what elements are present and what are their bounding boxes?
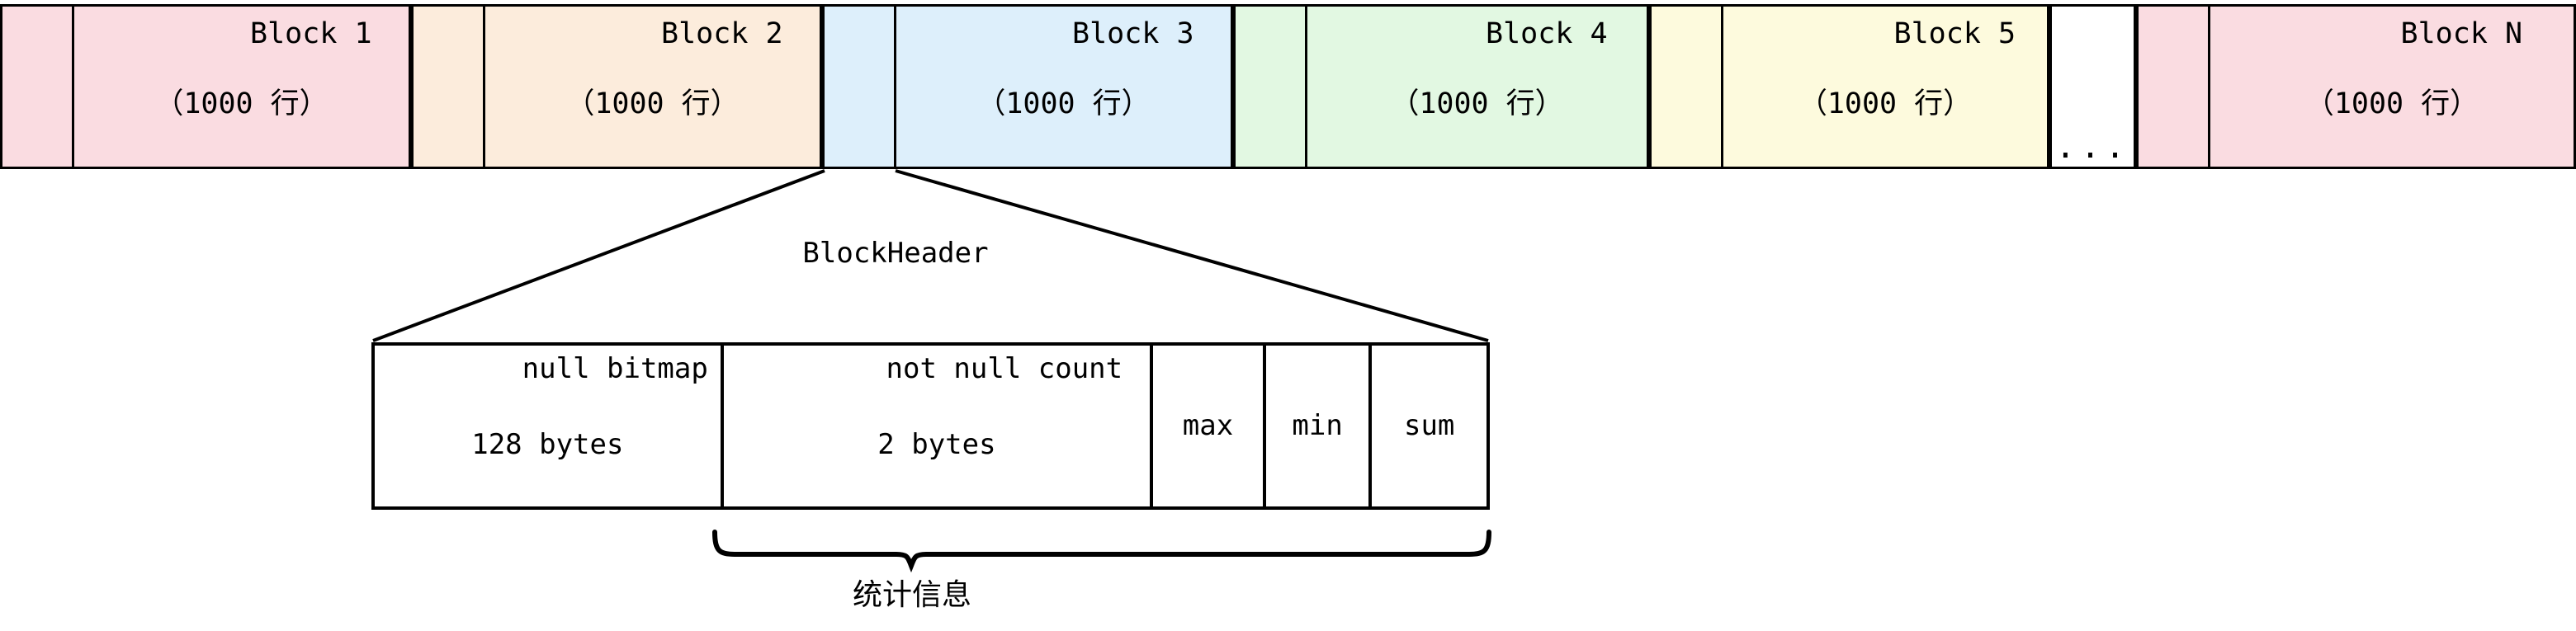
block-2-body-cell: Block 2 （1000 行）	[483, 4, 822, 169]
block-5-rows: （1000 行）	[1798, 87, 1973, 120]
block-n-label: Block N	[2400, 16, 2523, 50]
header-cell-min: min	[1266, 346, 1373, 506]
block-4-body-cell: Block 4 （1000 行）	[1305, 4, 1649, 169]
blocks-ellipsis-cell: ...	[2049, 4, 2136, 169]
block-n-label-group: Block N （1000 行）	[2262, 0, 2522, 192]
block-2-label: Block 2	[661, 16, 783, 50]
block-5-label: Block 5	[1893, 16, 2016, 50]
block-3-header-cell	[822, 4, 896, 169]
block-5-header-cell	[1649, 4, 1723, 169]
sum-label: sum	[1403, 408, 1455, 442]
block-4-label: Block 4	[1486, 16, 1608, 50]
blockheader-title: BlockHeader	[802, 237, 989, 270]
header-cell-max: max	[1153, 346, 1266, 506]
block-5-body-cell: Block 5 （1000 行）	[1721, 4, 2049, 169]
not-null-count-line2: 2 bytes	[877, 427, 996, 461]
null-bitmap-line2: 128 bytes	[471, 427, 624, 461]
max-label: max	[1182, 408, 1234, 442]
block-n-header-cell	[2136, 4, 2210, 169]
block-3-label: Block 3	[1072, 16, 1194, 50]
min-label: min	[1292, 408, 1343, 442]
ellipsis-text: ...	[2055, 128, 2130, 166]
block-4-rows: （1000 行）	[1390, 87, 1564, 120]
not-null-count-line1: not null count	[886, 351, 1123, 385]
block-1-header-cell	[0, 4, 74, 169]
block-2-rows: （1000 行）	[565, 87, 740, 120]
statistics-label: 统计信息	[852, 578, 971, 612]
block-2-label-group: Block 2 （1000 行）	[522, 0, 782, 192]
block-4-header-cell	[1233, 4, 1307, 169]
header-cell-not-null-count-text: not null count 2 bytes	[751, 313, 1123, 539]
null-bitmap-line1: null bitmap	[522, 351, 708, 385]
header-cell-null-bitmap: null bitmap 128 bytes	[375, 346, 724, 506]
block-2-header-cell	[411, 4, 485, 169]
block-1-rows: （1000 行）	[154, 87, 328, 120]
block-3-rows: （1000 行）	[976, 87, 1151, 120]
block-3-label-group: Block 3 （1000 行）	[933, 0, 1193, 192]
block-strip: Block 1 （1000 行） Block 2 （1000 行） Block …	[0, 4, 2576, 169]
header-cell-sum: sum	[1372, 346, 1487, 506]
block-1-label: Block 1	[250, 16, 372, 50]
block-n-rows: （1000 行）	[2304, 87, 2479, 120]
block-1-label-group: Block 1 （1000 行）	[111, 0, 371, 192]
block-3-body-cell: Block 3 （1000 行）	[894, 4, 1233, 169]
header-cell-not-null-count: not null count 2 bytes	[724, 346, 1154, 506]
blockheader-detail-box: null bitmap 128 bytes not null count 2 b…	[371, 342, 1490, 510]
header-cell-null-bitmap-text: null bitmap 128 bytes	[387, 313, 708, 539]
block-n-body-cell: Block N （1000 行）	[2208, 4, 2576, 169]
block-1-body-cell: Block 1 （1000 行）	[72, 4, 411, 169]
block-4-label-group: Block 4 （1000 行）	[1346, 0, 1607, 192]
block-5-label-group: Block 5 （1000 行）	[1755, 0, 2016, 192]
